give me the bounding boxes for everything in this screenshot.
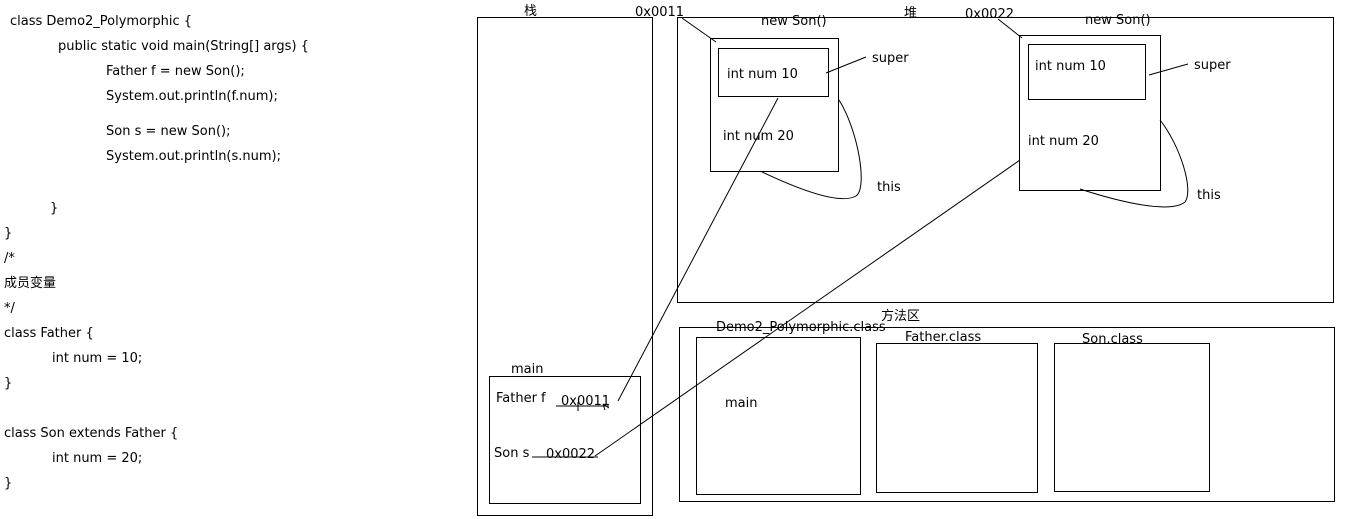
class2-box — [876, 343, 1038, 493]
code-line: System.out.println(f.num); — [106, 89, 278, 104]
son-object-2 — [1019, 35, 1161, 191]
class1-method: main — [725, 396, 758, 411]
code-line: Son s = new Son(); — [106, 124, 231, 139]
obj2-super-pointer — [1148, 63, 1189, 76]
code-line: */ — [4, 301, 15, 316]
obj2-this-curve — [1079, 119, 1189, 208]
code-line: } — [4, 226, 13, 241]
code-line: /* — [4, 251, 15, 266]
obj1-super-field: int num 10 — [727, 67, 798, 82]
ref-line-f — [617, 97, 779, 402]
code-line: public static void main(String[] args) { — [58, 39, 309, 54]
obj2-super-field: int num 10 — [1035, 59, 1106, 74]
code-line: System.out.println(s.num); — [106, 149, 281, 164]
obj1-this-field: int num 20 — [723, 129, 794, 144]
heap-area — [677, 17, 1334, 303]
stack-title: 栈 — [524, 4, 538, 19]
obj2-label: new Son() — [1085, 13, 1151, 28]
obj2-address-pointer — [997, 18, 1023, 39]
code-line: int num = 20; — [52, 451, 143, 466]
class1-box — [696, 337, 861, 495]
class2-label: Father.class — [905, 330, 982, 345]
main-stack-frame — [489, 376, 641, 504]
obj2-super-label: super — [1194, 58, 1231, 73]
code-line: int num = 10; — [52, 351, 143, 366]
cursor-mark — [602, 403, 610, 411]
class1-label: Demo2_Polymorphic.class — [716, 320, 886, 335]
code-line: class Father { — [4, 326, 94, 341]
obj1-this-label: this — [877, 180, 901, 195]
obj1-super-pointer — [825, 56, 867, 74]
var-s-value: 0x0022 — [546, 447, 596, 462]
class3-box — [1054, 343, 1210, 492]
method-area-title: 方法区 — [881, 309, 921, 324]
obj2-this-label: this — [1197, 188, 1221, 203]
obj1-super-label: super — [872, 51, 909, 66]
obj2-address: 0x0022 — [965, 7, 1015, 22]
obj2-super-region — [1028, 44, 1146, 100]
code-line: Father f = new Son(); — [106, 64, 245, 79]
var-f-label: Father f — [496, 391, 546, 406]
obj1-this-curve — [761, 99, 862, 200]
method-area — [679, 327, 1335, 502]
code-line: } — [50, 201, 59, 216]
code-line: } — [4, 476, 13, 491]
obj1-address: 0x0011 — [635, 5, 685, 20]
var-s-label: Son s — [494, 446, 530, 461]
code-line: class Son extends Father { — [4, 426, 179, 441]
code-line: class Demo2_Polymorphic { — [10, 14, 193, 29]
obj1-address-pointer — [681, 17, 717, 43]
main-frame-label: main — [511, 362, 544, 377]
var-f-value: 0x0011 — [561, 394, 611, 409]
code-line: 成员变量 — [4, 276, 57, 291]
son-object-1 — [710, 38, 839, 172]
code-line: } — [4, 376, 13, 391]
stack-area — [477, 17, 653, 516]
obj2-this-field: int num 20 — [1028, 134, 1099, 149]
obj1-label: new Son() — [761, 14, 827, 29]
ref-line-s — [594, 159, 1021, 457]
